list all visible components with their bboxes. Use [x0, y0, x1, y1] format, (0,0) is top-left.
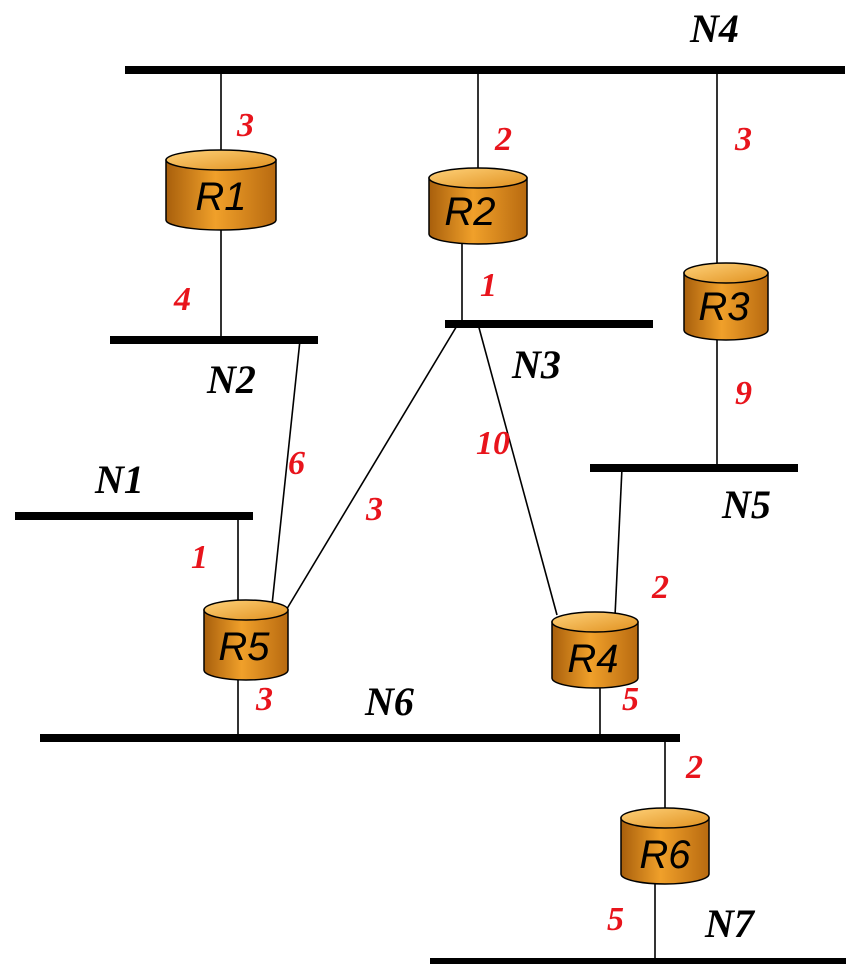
- router-r6: R6: [620, 807, 710, 885]
- router-r2: R2: [428, 167, 528, 245]
- cost-r5-n1: 1: [191, 539, 208, 576]
- cost-r5-n2: 6: [288, 445, 305, 482]
- cost-r5-n6: 3: [255, 681, 273, 718]
- router-label-r2: R2: [444, 190, 495, 234]
- network-label-n5: N5: [721, 482, 771, 527]
- router-label-r1: R1: [195, 175, 246, 219]
- cost-r6-n7: 5: [607, 901, 624, 938]
- network-label-n7: N7: [704, 901, 756, 946]
- cost-r4-n6: 5: [622, 681, 639, 718]
- link-r4-n3: [477, 323, 558, 616]
- router-label-r5: R5: [218, 625, 270, 669]
- link-r4-n5: [614, 467, 623, 617]
- network-label-n4: N4: [689, 6, 739, 51]
- cost-r1-n2: 4: [173, 281, 191, 318]
- cost-r2-n4: 2: [494, 121, 512, 158]
- router-label-r3: R3: [698, 285, 749, 329]
- link-r5-n2: [271, 339, 301, 606]
- router-label-r6: R6: [639, 833, 691, 877]
- network-label-n2: N2: [206, 357, 256, 402]
- cost-r3-n4: 3: [734, 121, 752, 158]
- router-r4: R4: [551, 611, 639, 689]
- router-label-r4: R4: [567, 637, 618, 681]
- router-r5: R5: [203, 599, 289, 681]
- link-r5-n3: [284, 323, 459, 613]
- cost-r5-n3: 3: [365, 491, 383, 528]
- network-label-n6: N6: [364, 679, 414, 724]
- cost-r1-n4: 3: [236, 107, 254, 144]
- cost-r2-n3: 1: [480, 267, 497, 304]
- network-label-n1: N1: [94, 457, 144, 502]
- cost-r4-n3: 10: [476, 425, 510, 462]
- network-label-n3: N3: [511, 342, 561, 387]
- router-r3: R3: [683, 262, 769, 341]
- cost-r6-n6: 2: [685, 749, 703, 786]
- cost-r3-n5: 9: [735, 375, 752, 412]
- router-r1: R1: [165, 149, 277, 231]
- cost-r4-n5: 2: [651, 569, 669, 606]
